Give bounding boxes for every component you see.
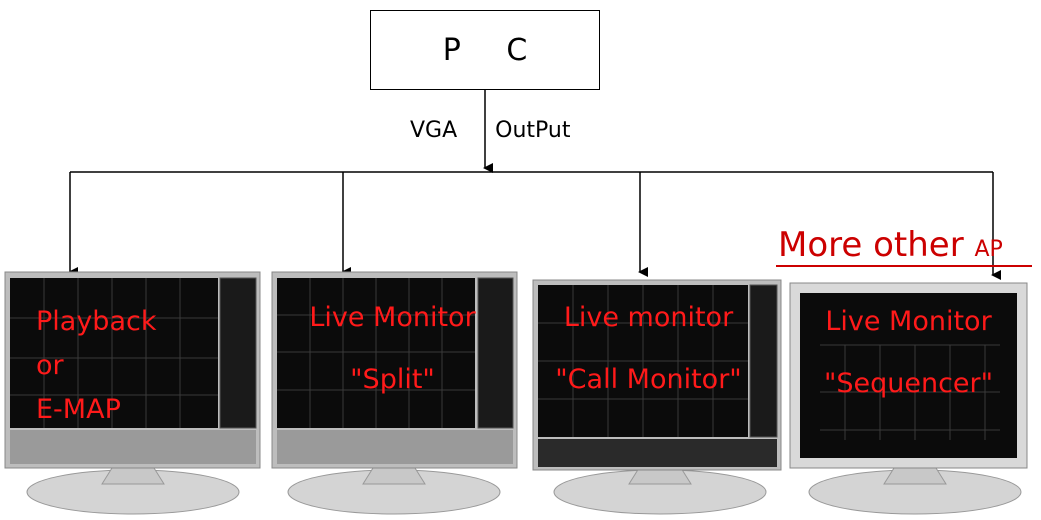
monitor-stand-neck: [362, 467, 426, 485]
vga-output-label: VGA OutPut: [410, 118, 571, 143]
monitor-2-line-2: "Split": [350, 364, 435, 395]
monitor-4-line-2: "Sequencer": [823, 368, 994, 399]
more-other-text: More other: [778, 225, 975, 265]
monitor-4: [789, 282, 1028, 515]
monitor-status-bar: [538, 439, 777, 467]
monitor-4-line-1: Live Monitor: [825, 306, 992, 337]
monitor-1-label: Playback or E-MAP: [36, 300, 156, 432]
monitor-1-line-3: E-MAP: [36, 394, 121, 425]
monitor-screen: [10, 278, 218, 428]
screen-grid: [10, 278, 218, 428]
monitor-3-label: Live monitor "Call Monitor": [536, 296, 761, 402]
monitor-1-line-2: or: [36, 350, 64, 381]
monitor-1-line-1: Playback: [36, 306, 157, 337]
monitor-2-line-1: Live Monitor: [309, 302, 476, 333]
monitor-side-panel: [749, 284, 778, 438]
more-other-ap-heading: More other AP: [778, 225, 1003, 265]
monitor-3: [532, 279, 782, 515]
monitor-3-line-1: Live monitor: [563, 302, 734, 333]
screen-grid: [538, 285, 748, 437]
monitor-2: [271, 271, 518, 515]
screen-grid: [820, 344, 1000, 440]
monitor-side-panel: [477, 277, 514, 429]
pc-box: P C: [370, 10, 600, 90]
monitor-1: [4, 271, 261, 515]
monitor-side-panel: [219, 277, 257, 429]
monitor-2-label: Live Monitor "Split": [290, 296, 495, 402]
more-other-ap-suffix: AP: [974, 237, 1003, 262]
monitor-stand-neck: [101, 467, 165, 485]
pc-label: P C: [442, 32, 546, 68]
monitor-status-bar: [277, 430, 513, 464]
monitor-3-line-2: "Call Monitor": [555, 364, 742, 395]
monitor-4-label: Live Monitor "Sequencer": [806, 300, 1011, 406]
screen-grid: [277, 278, 475, 428]
more-other-underline: [776, 265, 1032, 267]
monitor-status-bar: [10, 430, 256, 464]
monitor-stand-neck: [883, 467, 947, 485]
